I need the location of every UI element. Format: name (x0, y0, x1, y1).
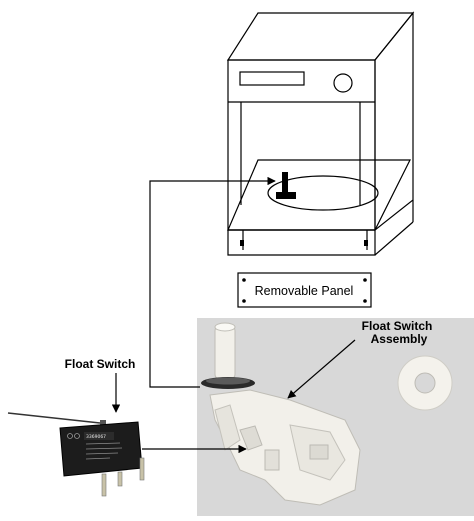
switch-label-area (84, 432, 114, 440)
foot-left (240, 240, 244, 246)
sump-ellipse (267, 175, 379, 211)
microswitch: 3369067 (7, 412, 145, 497)
marking-line-1 (85, 442, 121, 445)
switch-part-number: 3369067 (86, 434, 106, 440)
float-switch-assembly-label-line1: Float Switch (362, 319, 433, 333)
removable-panel-label: Removable Panel (255, 284, 354, 298)
tub-floor (227, 159, 411, 231)
base-edge (374, 221, 414, 256)
marking-line-2 (85, 447, 123, 450)
terminal-3 (117, 471, 123, 487)
float-icon (276, 172, 296, 199)
switch-lever (7, 412, 101, 424)
float-switch-label: Float Switch (65, 357, 136, 371)
base-compartment (227, 229, 376, 256)
marking-line-4 (85, 457, 111, 460)
assembly-arrow (287, 339, 356, 399)
appliance-drawing (226, 11, 415, 256)
foot-right (364, 240, 368, 246)
removable-panel: Removable Panel (237, 272, 372, 308)
cert-mark-1 (67, 433, 73, 439)
control-knob (333, 73, 353, 93)
display-window (239, 71, 305, 86)
float-switch-assembly-part (201, 322, 361, 506)
cabinet-side (374, 11, 414, 232)
washer-ring (397, 355, 453, 411)
float-switch-assembly-label-line2: Assembly (371, 332, 428, 346)
switch-body (59, 421, 143, 477)
terminal-2 (139, 457, 145, 481)
marking-line-3 (85, 452, 119, 455)
switch-lever-pivot (100, 420, 106, 426)
cabinet-top (226, 12, 415, 61)
terminal-1 (101, 473, 107, 497)
connector-float-to-assembly (149, 176, 276, 388)
cert-mark-2 (74, 433, 80, 439)
